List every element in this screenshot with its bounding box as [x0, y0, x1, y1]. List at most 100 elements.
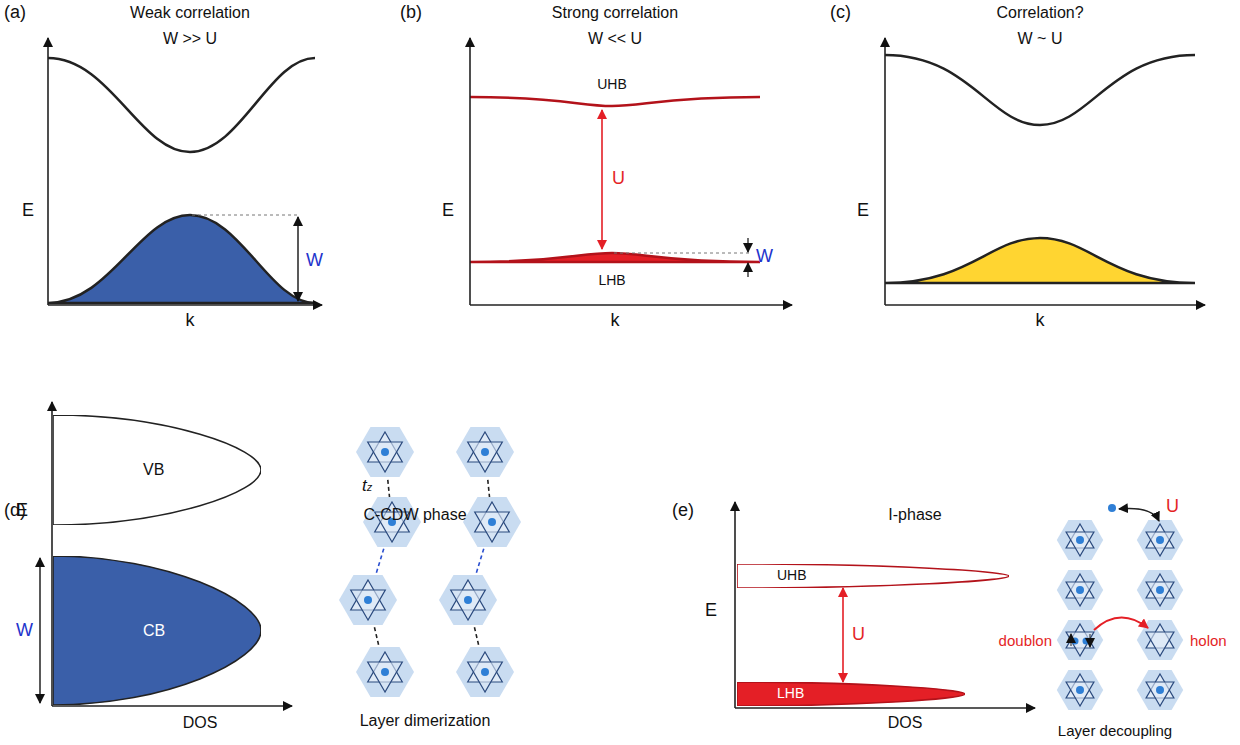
- cluster-cell: [356, 647, 414, 697]
- band-curve: [885, 238, 1195, 283]
- u-arrow: [601, 110, 603, 249]
- cluster-cell: [339, 575, 397, 625]
- star-cluster: [356, 427, 414, 477]
- cluster-cell: [1137, 670, 1183, 710]
- lower-hubbard-band: LHB: [737, 682, 965, 706]
- cluster-cell: [456, 647, 514, 697]
- band-outline: [53, 415, 261, 525]
- cluster-cell: [1057, 620, 1103, 660]
- axis-label: k: [186, 310, 195, 331]
- axis-label: DOS: [183, 714, 218, 732]
- lower-hubbard-band: [470, 253, 760, 262]
- electron: [481, 448, 489, 456]
- star-outline: [351, 590, 386, 620]
- axis: [47, 38, 49, 305]
- panel-title: Correlation?: [996, 4, 1083, 22]
- axis: [884, 38, 886, 305]
- band-outline: [53, 556, 261, 705]
- star-outline: [1066, 582, 1094, 606]
- star-cluster: [1057, 520, 1103, 560]
- bandwidth-label: W: [16, 620, 33, 641]
- star-cluster: [463, 497, 521, 547]
- band-label: LHB: [777, 686, 804, 701]
- regime-label: W << U: [588, 30, 642, 48]
- cluster-cell: [1137, 520, 1183, 560]
- star-cluster: [456, 647, 514, 697]
- holon-label: holon: [1190, 632, 1227, 649]
- band-curve: [48, 58, 315, 152]
- interaction-arrow: [1119, 509, 1159, 522]
- bandwidth-label: W: [756, 246, 773, 267]
- star-outline: [468, 662, 503, 692]
- electron: [1076, 536, 1084, 544]
- star-cluster: [439, 575, 497, 625]
- star-cluster: [1137, 570, 1183, 610]
- panel-a-plot: [48, 38, 322, 305]
- star-outline: [368, 662, 403, 692]
- star-outline: [1146, 532, 1174, 556]
- star-outline: [1066, 632, 1094, 656]
- panel-c-plot: [885, 38, 1205, 305]
- electron: [1156, 586, 1164, 594]
- axis-label: E: [16, 500, 28, 521]
- star-cluster: [456, 427, 514, 477]
- electron: [381, 668, 389, 676]
- axis-label: E: [22, 200, 34, 221]
- electron: [381, 448, 389, 456]
- panel-label: (e): [672, 500, 694, 521]
- hopping-arrow: [1094, 617, 1148, 630]
- star-cluster: [1057, 620, 1103, 660]
- width-arrow: [747, 263, 748, 277]
- hopping-label: tz: [362, 476, 372, 496]
- upper-hubbard-band: [470, 97, 760, 106]
- electron: [1156, 536, 1164, 544]
- axis-label: DOS: [888, 714, 923, 732]
- panel-title: Strong correlation: [552, 4, 678, 22]
- star-of-david-lattice: [339, 427, 1183, 710]
- star-outline: [1146, 582, 1174, 606]
- panel-title: Weak correlation: [130, 4, 250, 22]
- panel-b-plot: [470, 38, 792, 305]
- valence-band: VB: [53, 415, 261, 525]
- width-arrow: [39, 558, 41, 703]
- star-outline: [1146, 682, 1174, 706]
- star-cluster: [1057, 670, 1103, 710]
- electron: [464, 596, 472, 604]
- band-label: CB: [143, 622, 165, 640]
- spin-arrow: [1090, 634, 1091, 647]
- band-curve: [885, 55, 1195, 125]
- caption-label: Layer decoupling: [1058, 722, 1172, 739]
- band-label: VB: [143, 461, 164, 479]
- axis: [734, 502, 736, 708]
- electron: [1156, 686, 1164, 694]
- width-arrow: [747, 238, 748, 252]
- panel-title: I-phase: [888, 506, 941, 524]
- cluster-cell: [356, 427, 414, 477]
- cluster-cell: [463, 497, 521, 547]
- star-cluster: [339, 575, 397, 625]
- panel-label: (b): [400, 2, 422, 23]
- star-cluster: [1137, 670, 1183, 710]
- axis-label: k: [1036, 310, 1045, 331]
- regime-label: W ~ U: [1018, 30, 1063, 48]
- electron: [1108, 504, 1116, 512]
- width-arrow: [297, 217, 299, 301]
- axis-label: E: [857, 200, 869, 221]
- axis: [52, 705, 292, 707]
- electron: [1072, 638, 1079, 645]
- cluster-cell: [456, 427, 514, 477]
- cluster-cell: [1057, 670, 1103, 710]
- cluster-cell: [439, 575, 497, 625]
- star-outline: [475, 512, 510, 542]
- interaction-label: U: [852, 624, 865, 645]
- conduction-band: CB: [53, 556, 261, 705]
- band-label: UHB: [597, 76, 627, 92]
- band-outline: [737, 564, 1009, 588]
- star-cluster: [356, 647, 414, 697]
- electron: [488, 518, 496, 526]
- panel-label: (a): [4, 2, 26, 23]
- axis-label: k: [611, 310, 620, 331]
- panel-e-plot: [735, 502, 1035, 708]
- guide-line: [192, 215, 300, 216]
